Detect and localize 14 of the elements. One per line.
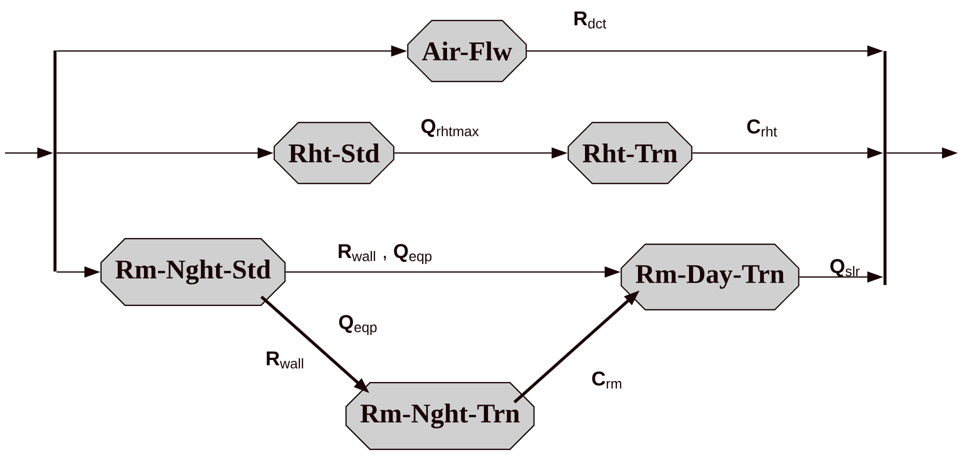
edge-label: R$_{dct}$ [574, 12, 606, 29]
line-label: R$_{wall}$ [266, 352, 304, 369]
process-box: Rht-Trn [568, 122, 692, 184]
edge-label: Q$_{eqp}$ [339, 315, 377, 335]
edge-label: Q$_{slr}$ [830, 259, 860, 277]
edge-label: C$_{rht}$ [747, 119, 778, 137]
edge-label: Q$_{rhtmax}$ [421, 119, 479, 137]
edge-label: R$_{wall}$ , Q$_{eqp}$ [338, 244, 432, 264]
process-box: Rm-Day-Trn [620, 244, 800, 310]
process-box: Air-Flw [407, 20, 527, 82]
process-box: Rm-Nght-Std [100, 238, 286, 306]
process-box: Rm-Nght-Trn [345, 382, 535, 450]
process-box: Rht-Std [274, 122, 394, 184]
edge-label: C$_{rm}$ [592, 371, 622, 389]
